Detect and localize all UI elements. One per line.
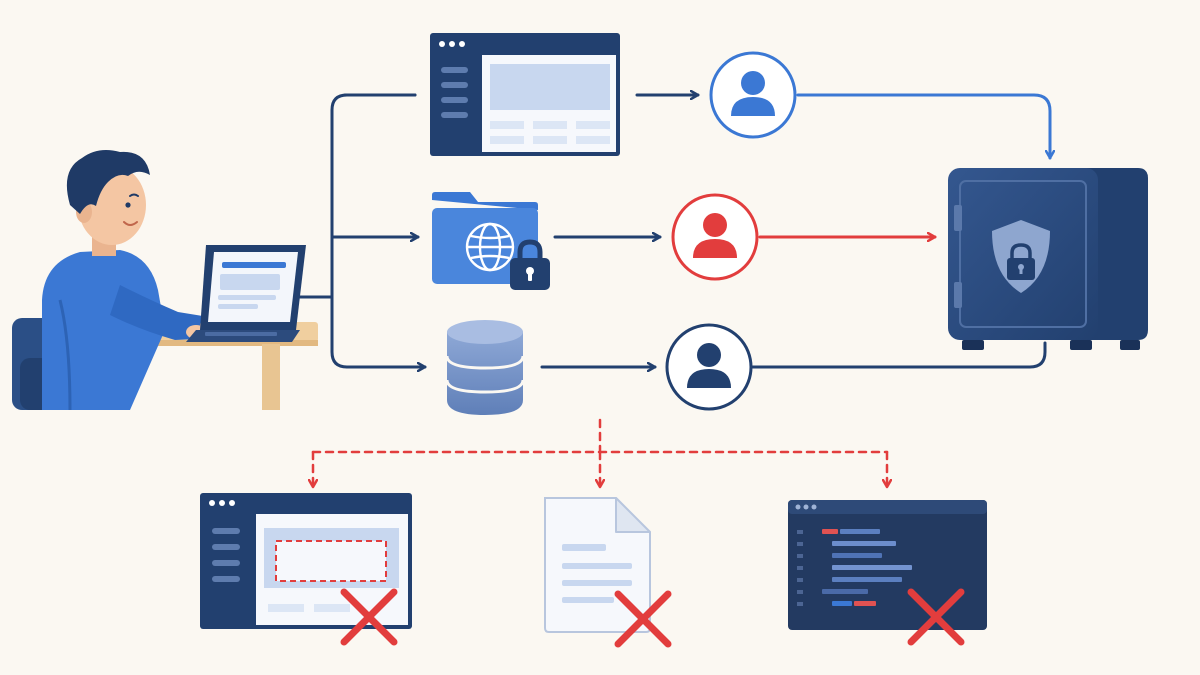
globe-icon	[465, 222, 515, 272]
user-account-navy	[665, 323, 753, 411]
text-document	[544, 497, 672, 648]
web-app-window	[430, 33, 620, 156]
database-icon	[445, 320, 525, 415]
person-arm	[110, 285, 215, 340]
folder-globe-lock-icon	[432, 192, 550, 290]
laptop-icon	[186, 245, 306, 342]
rejection-branch	[313, 418, 887, 489]
connectors	[298, 93, 1050, 489]
person-icon	[687, 343, 731, 388]
person-icon	[693, 213, 737, 258]
sidebar-lines	[441, 67, 468, 118]
code-editor	[788, 500, 987, 646]
person-hair	[66, 150, 150, 214]
user-account-blue	[709, 51, 797, 139]
code-editor-icon	[788, 500, 987, 630]
arrow-navy-account-to-vault	[750, 341, 1047, 369]
reject-x-icon	[907, 588, 965, 646]
arrow-blue-account-to-vault	[796, 93, 1050, 160]
window-dots	[439, 41, 465, 47]
person-at-laptop	[12, 150, 318, 411]
browser-screenshot	[200, 493, 412, 646]
person-icon	[731, 71, 775, 116]
shield-icon	[992, 220, 1050, 293]
reject-x-icon	[340, 588, 398, 646]
safe-shield-lock-icon	[948, 168, 1148, 350]
padlock-icon	[510, 239, 550, 290]
person-torso	[42, 250, 165, 410]
user-account-red	[671, 193, 759, 281]
reject-x-icon	[614, 590, 672, 648]
connector-bracket	[330, 93, 417, 369]
